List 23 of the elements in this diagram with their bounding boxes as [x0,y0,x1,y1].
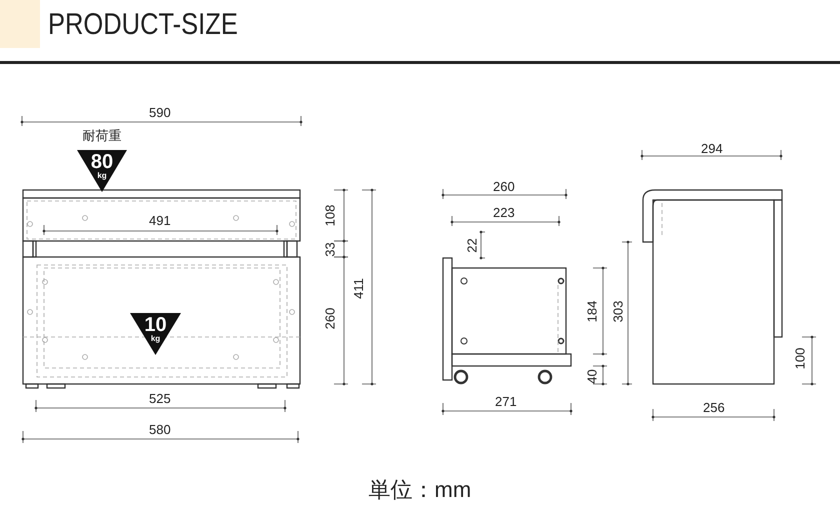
dimension-label: 491 [149,214,171,226]
dimension-label: 184 [585,300,598,322]
dimension-label: 223 [493,206,515,218]
dimension-label: 100 [793,347,806,369]
dimension-label: 33 [324,242,337,256]
unit-note: 単位：mm [368,479,472,501]
dimension-label: 411 [351,278,364,298]
load-capacity-label: 耐荷重 [82,128,122,142]
dimension-label: 590 [149,106,171,118]
dimension-label: 580 [149,422,171,436]
dimension-label: 271 [495,394,517,408]
dimension-label: 40 [586,368,599,384]
dimension-label: 525 [149,392,171,404]
load-triangle: 10 kg [130,313,181,355]
dimension-label: 294 [701,142,723,154]
dimension-label: 303 [611,300,624,322]
dimension-label: 22 [466,238,479,252]
dimension-label: 256 [703,400,725,414]
dimension-label: 108 [323,204,336,226]
page-title: PRODUCT-SIZE [48,10,238,40]
dimension-label: 260 [493,180,515,192]
load-triangle: 80 kg [77,150,127,192]
dimension-label: 260 [323,307,336,329]
